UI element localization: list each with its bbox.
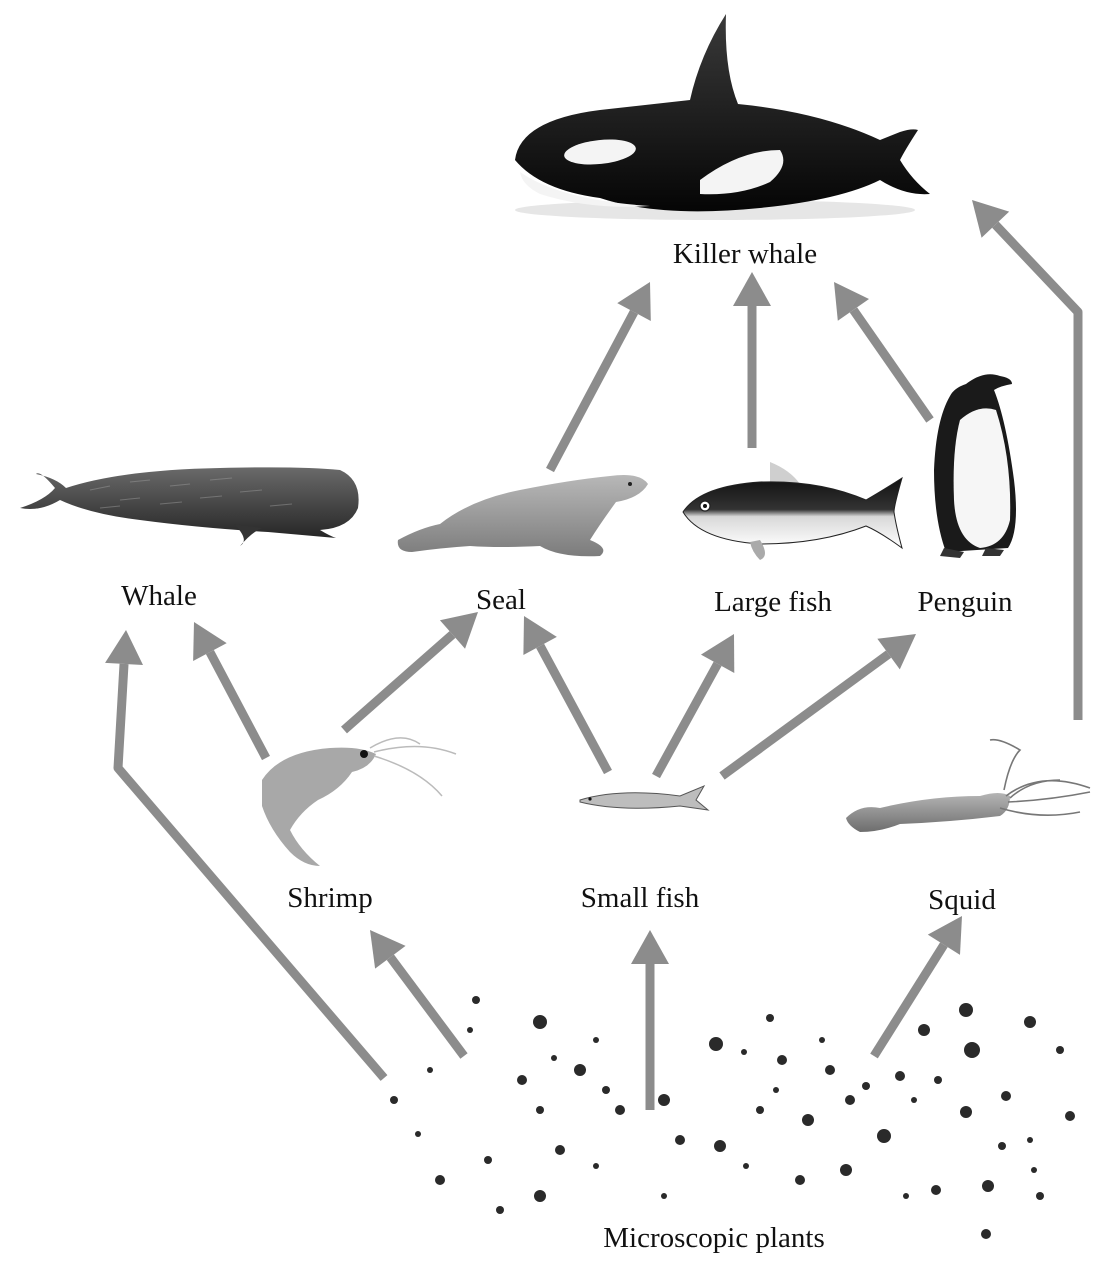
squid-image [846, 740, 1090, 832]
arrow-microscopic-plants-to-squid [874, 916, 962, 1056]
arrow-small-fish-to-penguin [722, 634, 916, 776]
label-microscopic-plants: Microscopic plants [603, 1224, 824, 1253]
killer-whale-image [515, 14, 930, 220]
whale-image [20, 467, 359, 546]
arrow-microscopic-plants-to-small-fish [631, 930, 669, 1110]
label-squid: Squid [928, 886, 996, 915]
large-fish-image [683, 462, 902, 560]
arrow-small-fish-to-seal [523, 616, 608, 772]
seal-image [398, 475, 648, 556]
label-small-fish: Small fish [581, 884, 699, 913]
arrow-microscopic-plants-to-shrimp [370, 930, 464, 1056]
arrow-large-fish-to-killer-whale [733, 272, 771, 448]
label-shrimp: Shrimp [287, 884, 372, 913]
label-large-fish: Large fish [714, 588, 832, 617]
arrows [105, 200, 1078, 1110]
arrow-seal-to-killer-whale [550, 282, 651, 470]
microscopic-plants-image [390, 996, 1075, 1239]
arrow-shrimp-to-seal [344, 612, 478, 730]
penguin-image [934, 374, 1016, 558]
label-penguin: Penguin [917, 588, 1012, 617]
label-seal: Seal [476, 586, 526, 615]
shrimp-image [262, 738, 456, 866]
arrow-penguin-to-killer-whale [834, 282, 930, 420]
small-fish-image [580, 786, 708, 810]
arrow-microscopic-plants-to-whale [105, 630, 384, 1078]
label-whale: Whale [121, 582, 197, 611]
arrow-small-fish-to-large-fish [656, 634, 734, 776]
arrow-shrimp-to-whale [193, 622, 266, 758]
label-killer-whale: Killer whale [673, 240, 817, 269]
